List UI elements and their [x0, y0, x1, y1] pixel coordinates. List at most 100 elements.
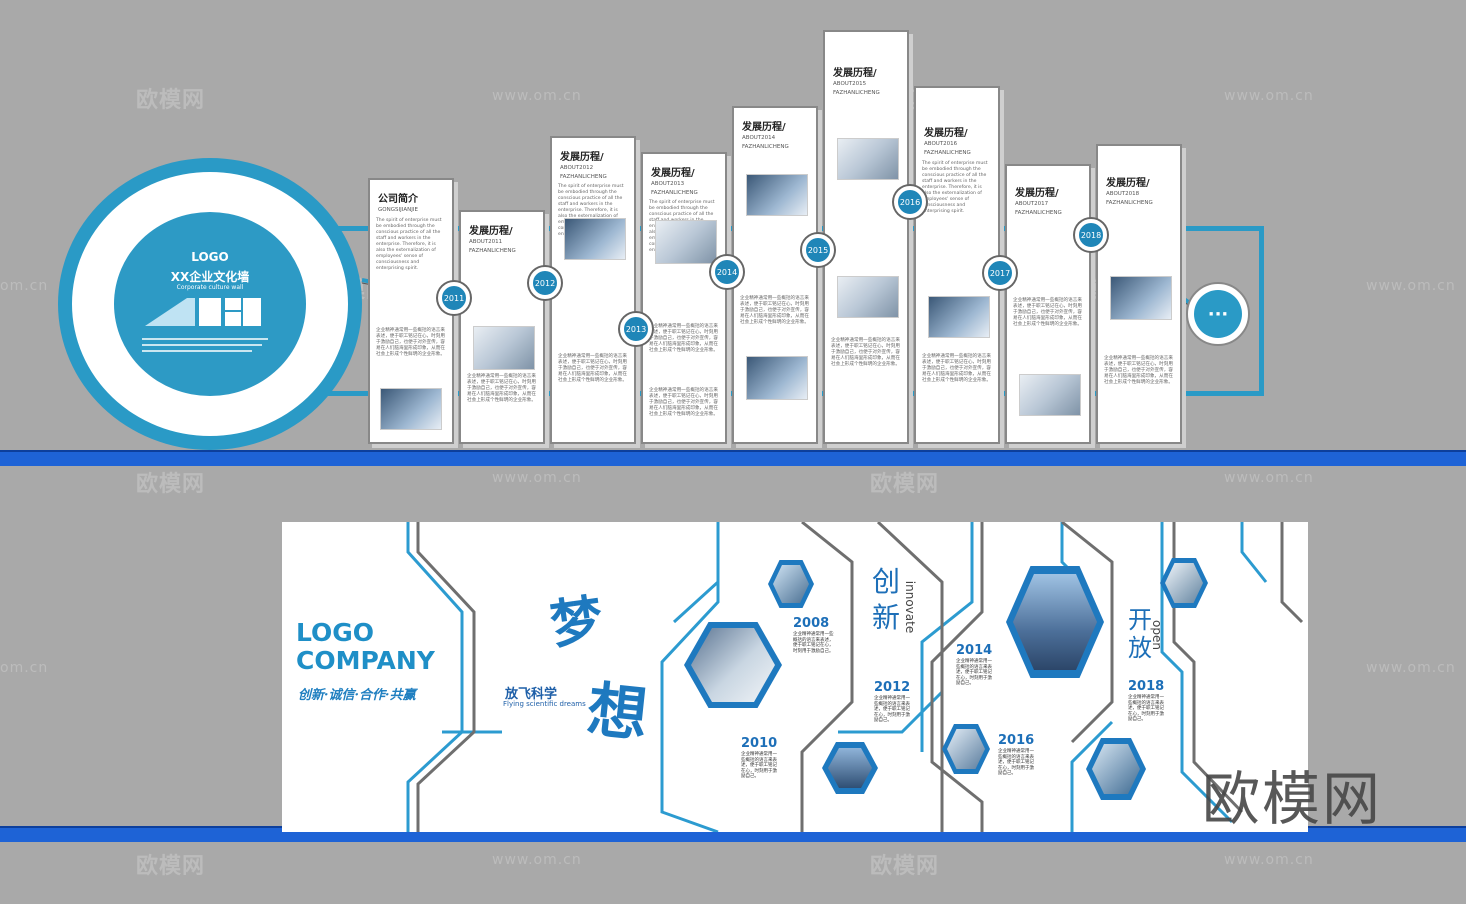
panel-title: 发展历程/	[560, 152, 604, 163]
year-2016-text: 企业精神通常用一些概括的语言来表述，便于职工铭记在心，时刻用于激励自己。	[998, 749, 1034, 776]
year-2008: 2008	[793, 616, 830, 631]
panel-title: 发展历程/	[1015, 188, 1059, 199]
history-panel-2014: 发展历程/ ABOUT2014 FAZHANLICHENG 企业精神通常用一些概…	[732, 106, 818, 444]
panel-pinyin: FAZHANLICHENG	[742, 144, 789, 150]
panel-pinyin: FAZHANLICHENG	[833, 90, 880, 96]
panel-body: 企业精神通常用一些概括的语言来表述，便于职工铭记在心，时刻用于激励自己，也便于对…	[922, 354, 991, 383]
panel-about: ABOUT2015	[833, 81, 867, 87]
panel-body: 企业精神通常用一些概括的语言来表述，便于职工铭记在心，时刻用于激励自己，也便于对…	[740, 296, 809, 325]
intro-subtitle: GONGSIJIANJIE	[378, 207, 418, 213]
logo-graphic	[145, 296, 261, 326]
year-2012: 2012	[874, 680, 911, 695]
watermark-url: www.om.cn	[1224, 470, 1314, 486]
panel-photo	[473, 326, 535, 370]
year-2018: 2018	[1128, 679, 1165, 694]
watermark-url: www.om.cn	[1224, 852, 1314, 868]
history-panel-2015: 发展历程/ ABOUT2015 FAZHANLICHENG 企业精神通常用一些概…	[823, 30, 909, 444]
panel-body: 企业精神通常用一些概括的语言来表述，便于职工铭记在心，时刻用于激励自己，也便于对…	[1013, 298, 1082, 327]
panel-body: 企业精神通常用一些概括的语言来表述，便于职工铭记在心，时刻用于激励自己，也便于对…	[831, 338, 900, 367]
hex-photo-building-3	[1165, 563, 1203, 603]
more-button[interactable]: ···	[1194, 290, 1242, 338]
year-node-2015: 2015	[802, 234, 834, 266]
culture-title: XX企业文化墙	[170, 270, 250, 284]
panel-pinyin: FAZHANLICHENG	[469, 248, 516, 254]
history-panel-2011: 发展历程/ ABOUT2011 FAZHANLICHENG 企业精神通常用一些概…	[459, 210, 545, 444]
panel-photo	[1019, 374, 1081, 416]
intro-body: The spirit of enterprise must be embodie…	[376, 218, 442, 271]
fly-subtitle: Flying scientific dreams	[503, 700, 586, 708]
panel-intro: The spirit of enterprise must be embodie…	[922, 161, 988, 214]
open-char-2: 放	[1128, 634, 1152, 662]
dream-char-1: 梦	[546, 588, 607, 657]
company-name: COMPANY	[296, 646, 435, 675]
history-panel-2018: 发展历程/ ABOUT2018 FAZHANLICHENG 企业精神通常用一些概…	[1096, 144, 1182, 444]
history-panel-2012: 发展历程/ ABOUT2012 FAZHANLICHENG The spirit…	[550, 136, 636, 444]
watermark-logo: 欧模网	[136, 472, 206, 497]
panel-photo	[928, 296, 990, 338]
panel-title: 发展历程/	[469, 226, 513, 237]
year-node-2011: 2011	[438, 282, 470, 314]
culture-subtitle: Corporate culture wall	[176, 284, 244, 291]
year-2014: 2014	[956, 643, 993, 658]
panel-pinyin: FAZHANLICHENG	[1015, 210, 1062, 216]
logo-label: LOGO	[191, 250, 229, 264]
intro-photo	[380, 388, 442, 430]
wall-circuit-lines	[406, 522, 1304, 832]
panel-title: 发展历程/	[924, 128, 968, 139]
panel-photo	[837, 276, 899, 318]
hex-photo-mountain	[1013, 574, 1097, 670]
panel-photo	[1110, 276, 1172, 320]
year-node-2012: 2012	[529, 267, 561, 299]
watermark-url: www.om.cn	[492, 470, 582, 486]
panel-photo	[655, 220, 717, 264]
panel-about: ABOUT2016	[924, 141, 958, 147]
panel-about: ABOUT2014	[742, 135, 776, 141]
open-char-1: 开	[1128, 606, 1152, 634]
panel-pinyin: FAZHANLICHENG	[924, 150, 971, 156]
panel-title: 发展历程/	[833, 68, 877, 79]
innovate-char-1: 创	[872, 565, 901, 598]
panel-title: 发展历程/	[1106, 178, 1150, 189]
panel-photo	[746, 356, 808, 400]
panel-photo	[746, 174, 808, 216]
year-2010: 2010	[741, 736, 778, 751]
fly-title: 放飞科学	[505, 687, 558, 702]
dream-char-2: 想	[583, 675, 651, 751]
logo-text-block	[142, 336, 268, 356]
watermark-logo: 欧模网	[136, 88, 206, 113]
year-2014-text: 企业精神通常用一些概括的语言来表述，便于职工铭记在心，时刻用于激励自己。	[956, 659, 992, 686]
watermark-logo: 欧模网	[870, 472, 940, 497]
company-slogan: 创新·诚信·合作·共赢	[298, 688, 416, 703]
panel-pinyin: FAZHANLICHENG	[1106, 200, 1153, 206]
panel-pinyin: FAZHANLICHENG	[651, 190, 698, 196]
panel-body: 企业精神通常用一些概括的语言来表述，便于职工铭记在心，时刻用于激励自己，也便于对…	[649, 324, 718, 353]
intro-title: 公司简介	[378, 194, 418, 205]
history-panel-2013: 发展历程/ ABOUT2013 FAZHANLICHENG The spirit…	[641, 152, 727, 444]
panel-title: 发展历程/	[742, 122, 786, 133]
innovate-label: innovate	[903, 580, 917, 634]
panel-pinyin: FAZHANLICHENG	[560, 174, 607, 180]
right-frame	[1176, 226, 1264, 396]
year-node-2017: 2017	[984, 257, 1016, 289]
watermark-url: om.cn	[0, 660, 49, 676]
panel-about: ABOUT2017	[1015, 201, 1049, 207]
panel-title: 发展历程/	[651, 168, 695, 179]
panel-about: ABOUT2012	[560, 165, 594, 171]
panel-about: ABOUT2013	[651, 181, 685, 187]
panel-about: ABOUT2011	[469, 239, 503, 245]
watermark-url: om.cn	[0, 278, 49, 294]
watermark-logo: 欧模网	[870, 854, 940, 879]
watermark-url: www.om.cn	[1224, 88, 1314, 104]
panel-body: 企业精神通常用一些概括的语言来表述，便于职工铭记在心，时刻用于激励自己，也便于对…	[558, 354, 627, 383]
watermark-url: www.om.cn	[492, 852, 582, 868]
watermark-url: www.om.cn	[1366, 660, 1456, 676]
year-node-2014: 2014	[711, 256, 743, 288]
panel-about: ABOUT2018	[1106, 191, 1140, 197]
year-2018-text: 企业精神通常用一些概括的语言来表述，便于职工铭记在心，时刻用于激励自己。	[1128, 695, 1164, 722]
intro-panel: 公司简介 GONGSIJIANJIE The spirit of enterpr…	[368, 178, 454, 444]
year-2010-text: 企业精神通常用一些概括的语言来表述，便于职工铭记在心，时刻用于激励自己。	[741, 752, 777, 779]
year-2008-text: 企业精神通常用一些概括的语言来表述，便于职工铭记在心，时刻用于激励自己。	[793, 632, 834, 654]
watermark-url: www.om.cn	[1366, 278, 1456, 294]
panel-photo	[564, 218, 626, 260]
watermark-logo: 欧模网	[136, 854, 206, 879]
